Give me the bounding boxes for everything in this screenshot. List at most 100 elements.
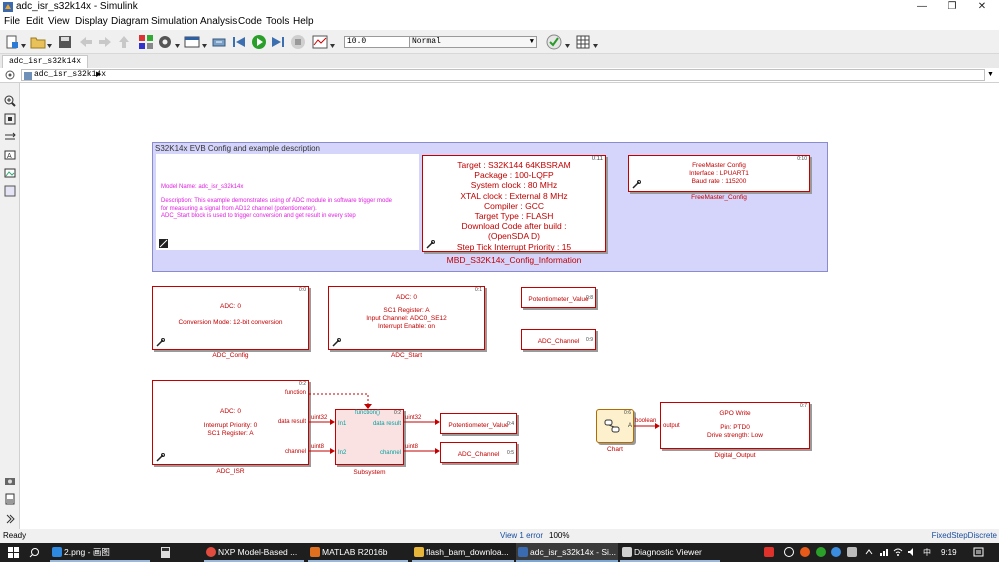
fit-to-view-icon[interactable] <box>4 113 16 125</box>
grid-table-icon[interactable] <box>575 34 591 50</box>
maximize-button[interactable]: ❐ <box>947 1 957 12</box>
expand-palette-icon[interactable] <box>4 513 16 525</box>
stateflow-chart-block[interactable]: 0:6 A <box>596 409 634 443</box>
menu-display[interactable]: Display <box>75 16 108 27</box>
potentiometer-value-display[interactable]: 0:8 Potentiometer_Value <box>521 287 596 308</box>
adc-start-line: Interrupt Enable: on <box>377 323 436 330</box>
stop-time-input[interactable]: 10.0 <box>344 36 426 48</box>
freemaster-config-block[interactable]: 0:10 FreeMaster Config Interface : LPUAR… <box>628 155 810 192</box>
adc-config-block[interactable]: 0:0 ADC: 0 Conversion Mode: 12-bit conve… <box>152 286 309 350</box>
menu-simulation[interactable]: Simulation <box>151 16 198 27</box>
menu-tools[interactable]: Tools <box>266 16 290 27</box>
adc-isr-block[interactable]: 0:2 ADC: 0 Interrupt Priority: 0 SC1 Reg… <box>152 380 309 465</box>
signal-type-label: uint8 <box>311 444 325 450</box>
notification-icon[interactable] <box>973 547 984 558</box>
menu-file[interactable]: File <box>4 16 21 27</box>
taskbar-item-matlab[interactable]: MATLAB R2016b <box>308 543 408 562</box>
taskbar-item-diagnostic-viewer[interactable]: Diagnostic Viewer <box>620 543 720 562</box>
stop-icon[interactable] <box>290 34 306 50</box>
arrows-icon[interactable] <box>4 131 16 143</box>
area-box-icon[interactable] <box>4 185 16 197</box>
menu-view[interactable]: View <box>48 16 70 27</box>
gpo-write-block[interactable]: 0:7 GPO Write Pin: PTD0 Drive strength: … <box>660 402 810 449</box>
build-icon[interactable] <box>211 34 227 50</box>
tray-icon[interactable] <box>800 547 810 557</box>
out1-port: data result <box>372 421 401 427</box>
adc-channel-display[interactable]: 0:9 ADC_Channel <box>521 329 596 350</box>
minimize-button[interactable]: — <box>917 1 927 12</box>
tray-icon[interactable] <box>816 547 826 557</box>
taskbar-item-paint[interactable]: 2.png - 画图 <box>50 543 150 562</box>
solver-link[interactable]: FixedStepDiscrete <box>931 531 997 540</box>
up-arrow-icon[interactable] <box>116 34 132 50</box>
help-icon[interactable] <box>784 547 794 557</box>
camera-icon[interactable] <box>4 475 16 487</box>
digital-output-name: Digital_Output <box>714 452 756 459</box>
taskbar-item-chrome[interactable]: NXP Model-Based ... <box>204 543 304 562</box>
tray-icon[interactable] <box>847 547 857 557</box>
new-model-icon[interactable] <box>4 34 20 50</box>
record-scope-icon[interactable] <box>312 34 328 50</box>
windows-start-icon[interactable] <box>8 547 19 558</box>
wifi-icon[interactable] <box>893 547 903 557</box>
step-back-icon[interactable] <box>231 34 247 50</box>
library-browser-icon[interactable] <box>138 34 154 50</box>
settings-dropdown-icon[interactable] <box>175 39 180 48</box>
search-icon[interactable] <box>29 547 40 558</box>
menu-diagram[interactable]: Diagram <box>111 16 149 27</box>
adc-channel-label: ADC_Channel <box>457 451 500 458</box>
zoom-in-icon[interactable] <box>4 95 16 107</box>
model-settings-gear-icon[interactable] <box>157 34 173 50</box>
tab-adc-isr-s32k14x[interactable]: adc_isr_s32k14x <box>2 55 89 68</box>
menu-edit[interactable]: Edit <box>26 16 44 27</box>
new-dropdown-icon[interactable] <box>21 39 26 48</box>
record-dropdown-icon[interactable] <box>330 39 335 48</box>
breadcrumb-model[interactable]: adc_isr_s32k14x <box>34 70 107 79</box>
open-folder-icon[interactable] <box>30 34 46 50</box>
model-icon <box>24 71 32 80</box>
model-advisor-check-icon[interactable] <box>546 34 562 50</box>
annotation-icon[interactable]: A <box>4 149 16 161</box>
back-arrow-icon[interactable] <box>78 34 94 50</box>
open-dropdown-icon[interactable] <box>47 39 52 48</box>
hide-browser-icon[interactable] <box>5 70 15 80</box>
potentiometer-value-display[interactable]: 0:4 Potentiometer_Value <box>440 413 517 434</box>
report-icon[interactable] <box>4 493 16 505</box>
error-link[interactable]: View 1 error <box>500 531 543 540</box>
adc-channel-display[interactable]: 0:5 ADC_Channel <box>440 442 517 463</box>
taskbar-label: MATLAB R2016b <box>322 547 388 557</box>
subsystem-block[interactable]: 0:2 function() In1 In2 data result chann… <box>335 409 404 465</box>
network-icon[interactable] <box>879 547 889 557</box>
close-button[interactable]: ✕ <box>977 1 987 12</box>
save-icon[interactable] <box>57 34 73 50</box>
image-icon[interactable] <box>4 167 16 179</box>
model-explorer-icon[interactable] <box>184 34 200 50</box>
menu-analysis[interactable]: Analysis <box>200 16 238 27</box>
tray-icon[interactable] <box>831 547 841 557</box>
input-language[interactable]: 中 <box>923 548 931 557</box>
config-information-block[interactable]: 0:11 Target : S32K144 64KBSRAM Package :… <box>422 155 606 252</box>
speaker-icon[interactable] <box>907 547 917 557</box>
adc-start-block[interactable]: 0:1 ADC: 0 SC1 Register: A Input Channel… <box>328 286 485 350</box>
chevron-up-icon[interactable] <box>864 547 874 557</box>
taskbar-item-simulink[interactable]: adc_isr_s32k14x - Si... <box>516 543 618 562</box>
grid-dropdown-icon[interactable] <box>593 39 598 48</box>
simulation-mode-select[interactable]: Normal▼ <box>409 36 537 48</box>
forward-arrow-icon[interactable] <box>97 34 113 50</box>
run-button-icon[interactable] <box>251 34 267 50</box>
explorer-dropdown-icon[interactable] <box>202 39 207 48</box>
calculator-icon[interactable] <box>161 547 170 558</box>
menu-help[interactable]: Help <box>293 16 314 27</box>
description-note[interactable]: Model Name: adc_isr_s32k14x Description:… <box>156 154 419 250</box>
menu-code[interactable]: Code <box>238 16 262 27</box>
advisor-dropdown-icon[interactable] <box>565 39 570 48</box>
clock[interactable]: 9:19 <box>941 548 957 557</box>
step-forward-icon[interactable] <box>270 34 286 50</box>
address-dropdown-icon[interactable]: ▼ <box>987 71 994 78</box>
freemaster-config-name: FreeMaster_Config <box>691 194 747 201</box>
chevron-down-icon: ▼ <box>529 38 534 46</box>
breadcrumb-expand-icon[interactable]: ▶ <box>96 71 102 78</box>
taskbar-item-flash-bam[interactable]: flash_bam_downloa... <box>412 543 514 562</box>
tray-app-icon[interactable] <box>764 547 774 557</box>
left-palette: A <box>0 83 20 529</box>
